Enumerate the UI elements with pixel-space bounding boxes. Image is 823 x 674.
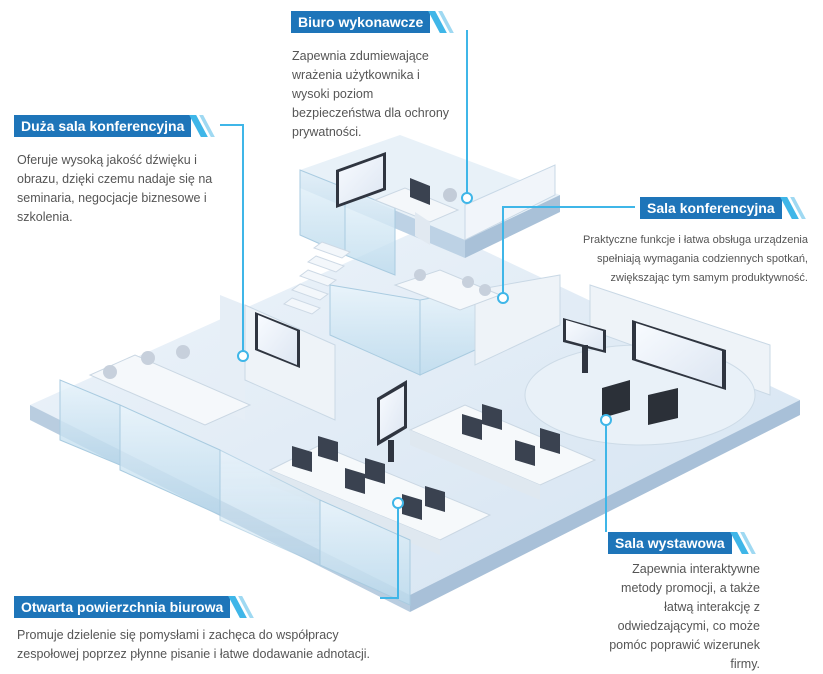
open-office-area xyxy=(219,380,597,606)
label-open-office: Otwarta powierzchnia biurowa xyxy=(14,596,255,618)
label-executive-office: Biuro wykonawcze xyxy=(291,11,455,33)
conference-room xyxy=(329,269,561,376)
executive-office-floor xyxy=(299,135,560,276)
large-conference-description: Oferuje wysoką jakość dźwięku i obrazu, … xyxy=(17,153,213,224)
large-conference-room xyxy=(59,295,336,516)
label-showroom: Sala wystawowa xyxy=(608,532,756,554)
label-showroom-title: Sala wystawowa xyxy=(608,532,732,554)
callout-anchor-dots xyxy=(237,192,612,509)
staircase xyxy=(282,241,352,315)
label-conference-room: Sala konferencyjna xyxy=(640,197,806,219)
open-office-description: Promuje dzielenie się pomysłami i zachęc… xyxy=(17,628,371,661)
callout-connectors xyxy=(220,30,635,599)
executive-office-description: Zapewnia zdumiewające wrażenia użytkowni… xyxy=(292,49,450,139)
label-open-office-title: Otwarta powierzchnia biurowa xyxy=(14,596,231,618)
showroom xyxy=(524,284,771,446)
label-large-conference-title: Duża sala konferencyjna xyxy=(14,115,192,137)
label-conference-room-title: Sala konferencyjna xyxy=(640,197,782,219)
label-executive-office-title: Biuro wykonawcze xyxy=(291,11,431,33)
conference-room-description: Praktyczne funkcje i łatwa obsługa urząd… xyxy=(582,234,808,284)
label-large-conference: Duża sala konferencyjna xyxy=(14,115,216,137)
showroom-description: Zapewnia interaktywne metody promocji, a… xyxy=(609,562,760,671)
